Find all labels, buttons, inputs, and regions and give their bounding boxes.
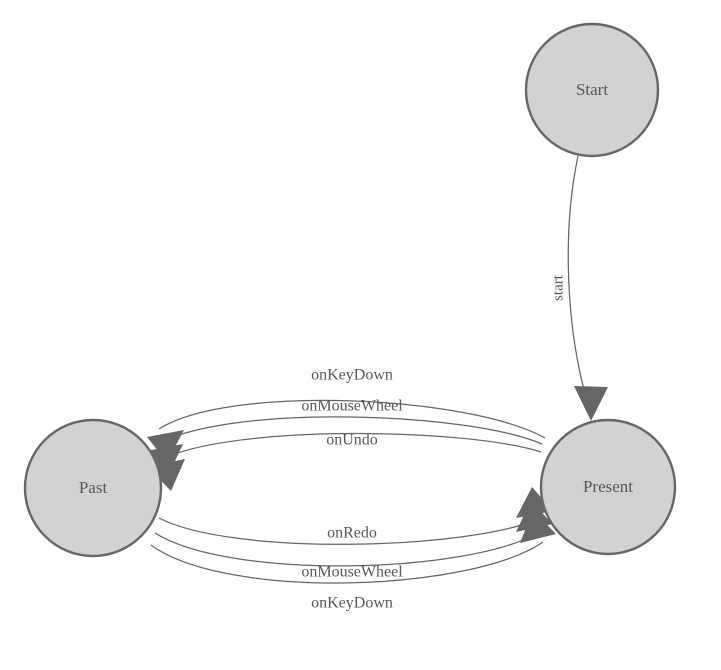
node-past-label: Past (79, 478, 108, 497)
edge-label-present-past-onkeydown: onKeyDown (311, 367, 393, 384)
node-past[interactable]: Past (23, 418, 163, 558)
edge-label-past-present-onkeydown: onKeyDown (311, 595, 393, 612)
edge-past-to-present-onkeydown[interactable] (150, 510, 556, 584)
edge-label-start: start (550, 274, 566, 301)
arrow-head-past-2 (146, 444, 183, 476)
edge-past-to-present-onredo[interactable] (158, 487, 553, 545)
edge-present-to-past-onkeydown-path (158, 399, 546, 439)
node-present-label: Present (583, 477, 633, 496)
node-present-circle (539, 418, 677, 556)
node-start-label: Start (576, 80, 608, 99)
edge-present-to-past-onkeydown[interactable] (147, 399, 546, 462)
edge-present-to-past-onmousewheel-path (157, 416, 543, 445)
edge-label-present-past-onundo: onUndo (326, 432, 378, 449)
edge-label-past-present-onredo: onRedo (327, 525, 377, 542)
arrow-head-past-1 (147, 430, 184, 462)
edge-label-present-past-onmousewheel: onMouseWheel (301, 398, 403, 415)
arrow-head-present-1 (516, 487, 553, 518)
edge-past-to-present-onredo-path (158, 517, 542, 545)
node-start-circle (524, 22, 660, 158)
edge-past-to-present-onkeydown-path (150, 541, 544, 584)
node-start[interactable]: Start (524, 22, 660, 158)
arrow-head-present-3 (520, 510, 556, 543)
edge-present-to-past-onundo-path (159, 432, 542, 461)
edge-present-to-past-onmousewheel[interactable] (146, 416, 543, 476)
node-present[interactable]: Present (539, 418, 677, 556)
edge-past-to-present-onmousewheel-path (154, 531, 541, 567)
arrow-head-present-top (574, 386, 608, 421)
node-past-circle (23, 418, 163, 558)
edge-label-past-present-onmousewheel: onMouseWheel (301, 564, 403, 581)
edge-start-to-present[interactable] (567, 155, 608, 421)
edge-start-to-present-path (567, 155, 589, 405)
